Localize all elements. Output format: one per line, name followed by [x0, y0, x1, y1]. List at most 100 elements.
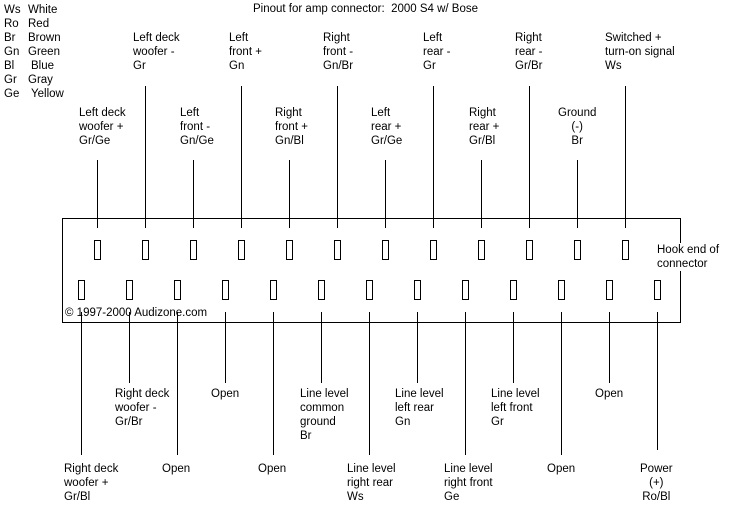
label-line: front -	[180, 121, 211, 133]
label-line: Left	[371, 107, 391, 119]
legend-color-name: Gray	[28, 74, 53, 86]
legend-row: Gr Gray	[4, 73, 64, 87]
bottom-pin-9	[462, 280, 469, 300]
label-line: Br	[300, 430, 312, 442]
bottom-pin-13	[654, 280, 661, 300]
legend-abbr: Gn	[4, 46, 20, 58]
label-line: Right	[275, 107, 302, 119]
label-line: Left deck	[133, 32, 180, 44]
label-line: (-)	[571, 121, 583, 133]
label-line: Right	[515, 32, 542, 44]
label-line: Gr/Br	[115, 416, 143, 428]
legend-color-name: White	[28, 4, 58, 16]
legend-abbr: Ws	[4, 4, 21, 16]
legend-color-name: Blue	[31, 60, 55, 72]
legend-color-name: Red	[28, 18, 50, 30]
label-line: woofer +	[64, 477, 109, 489]
legend-color-name: Green	[28, 46, 60, 58]
top-pin-1	[94, 240, 101, 260]
label-line: left rear	[395, 402, 434, 414]
bottom-pin-12	[606, 280, 613, 300]
label-line: rear -	[423, 46, 451, 58]
label-line: Ws	[347, 491, 364, 503]
legend-row: Bl Blue	[4, 59, 64, 73]
label-line: Line level	[300, 388, 349, 400]
label-line: Left deck	[79, 107, 126, 119]
label-line: front -	[323, 46, 354, 58]
label-line: Gr	[423, 60, 436, 72]
label-line: rear +	[469, 121, 500, 133]
label-line: Left	[180, 107, 200, 119]
bottom-pin-11	[558, 280, 565, 300]
legend-abbr: Bl	[4, 60, 15, 72]
top-pin-7	[382, 240, 389, 260]
label-line: Open	[595, 388, 624, 400]
label-line: Br	[571, 135, 583, 147]
label-line: Ground	[558, 107, 597, 119]
label-line: Left	[423, 32, 443, 44]
top-pin-9	[478, 240, 485, 260]
legend-row: Gn Green	[4, 45, 64, 59]
legend-abbr: Gr	[4, 74, 17, 86]
label-line: Gr/Bl	[469, 135, 496, 147]
label-line: Gn/Br	[323, 60, 354, 72]
top-pin-label-11: Ground (-) Br	[558, 106, 596, 148]
bottom-pin-5	[270, 280, 277, 300]
top-pin-11	[574, 240, 581, 260]
bottom-pin-label-4: Open	[211, 387, 239, 401]
label-line: Gr	[133, 60, 146, 72]
top-pin-6	[334, 240, 341, 260]
bottom-pin-1	[78, 280, 85, 300]
label-line: Open	[547, 463, 576, 475]
label-line: Ge	[444, 491, 460, 503]
label-line: Gn	[229, 60, 245, 72]
bottom-pin-8	[414, 280, 421, 300]
label-line: right rear	[347, 477, 394, 489]
legend-color-name: Brown	[28, 32, 61, 44]
bottom-pin-label-12: Open	[595, 387, 623, 401]
top-pin-8	[430, 240, 437, 260]
label-line: right front	[444, 477, 493, 489]
legend-abbr: Ge	[4, 88, 20, 100]
bottom-pin-3	[174, 280, 181, 300]
bottom-pin-4	[222, 280, 229, 300]
top-pin-12	[622, 240, 629, 260]
legend-color-name: Yellow	[31, 88, 64, 100]
label-line: (+)	[649, 477, 664, 489]
bottom-pin-label-5: Open	[258, 462, 286, 476]
top-pin-label-3: Left front - Gn/Ge	[180, 106, 214, 148]
bottom-pin-label-13: Power(+)Ro/Bl	[640, 462, 673, 504]
label-line: front +	[229, 46, 262, 58]
label-line: Line level	[395, 388, 444, 400]
label-line: turn-on signal	[605, 46, 675, 58]
copyright-text: © 1997-2000 Audizone.com	[65, 307, 208, 319]
label-line: Open	[258, 463, 287, 475]
top-pin-4	[238, 240, 245, 260]
label-line: woofer +	[79, 121, 124, 133]
legend-row: Ws White	[4, 3, 64, 17]
label-line: Right deck	[115, 388, 170, 400]
top-pin-2	[142, 240, 149, 260]
label-line: Gn/Ge	[180, 135, 214, 147]
top-pin-3	[190, 240, 197, 260]
label-line: left front	[491, 402, 533, 414]
label-line: Gr/Ge	[371, 135, 403, 147]
label-line: Open	[211, 388, 240, 400]
label-line: front +	[275, 121, 308, 133]
top-pin-label-8: Left rear - Gr	[423, 31, 450, 73]
bottom-pin-10	[510, 280, 517, 300]
label-line: Gn	[395, 416, 411, 428]
